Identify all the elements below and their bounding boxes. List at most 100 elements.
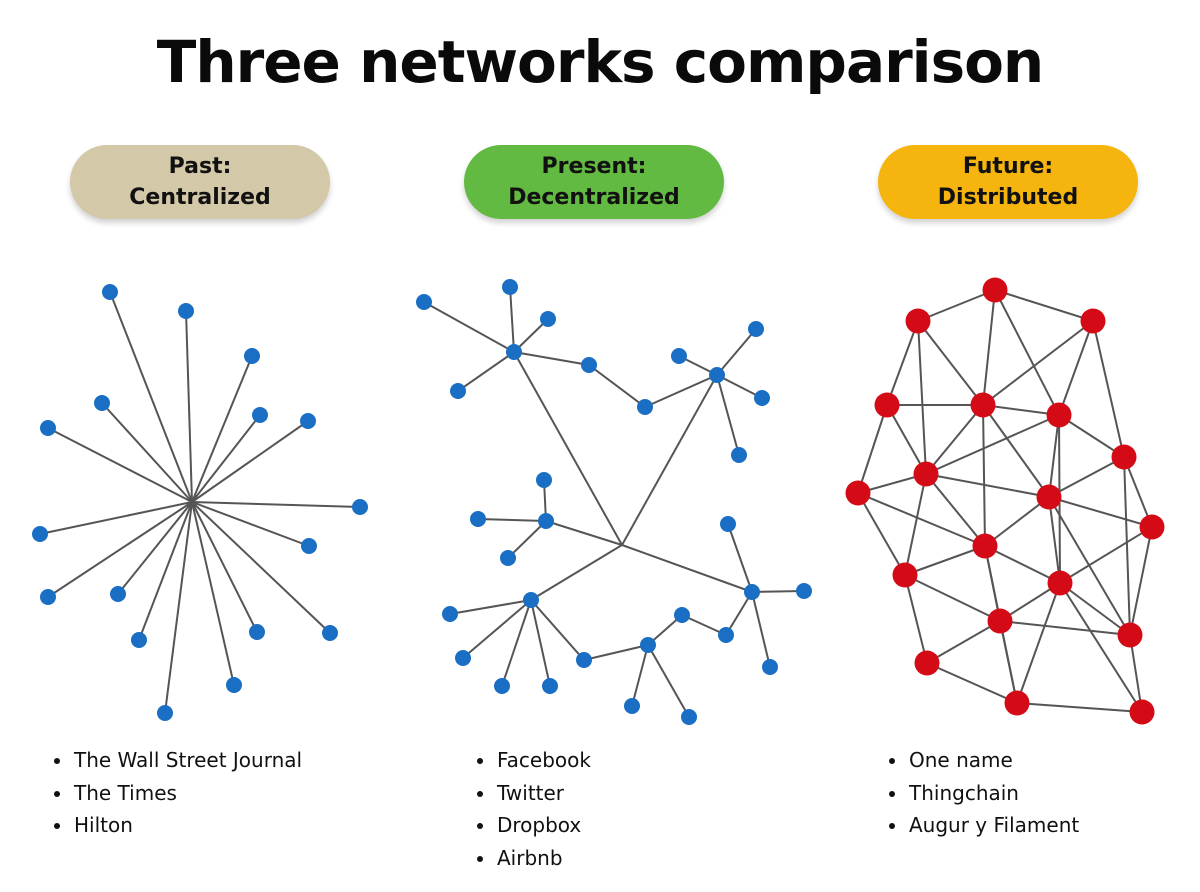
list-item: Facebook [477, 744, 591, 777]
network-node [892, 562, 918, 588]
network-node [754, 390, 770, 406]
network-edge [530, 599, 585, 661]
centralized-network [32, 284, 368, 721]
network-edge [904, 574, 1001, 622]
network-edge [191, 420, 309, 503]
network-node [252, 407, 268, 423]
list-item: Twitter [477, 777, 591, 810]
network-node [502, 279, 518, 295]
network-edge [904, 545, 986, 576]
network-node [416, 294, 432, 310]
network-edge [917, 320, 984, 406]
network-edge [1129, 526, 1153, 636]
network-edge [904, 473, 927, 576]
network-node [731, 447, 747, 463]
network-edge [751, 590, 805, 593]
network-edge [117, 501, 193, 595]
network-edge [999, 620, 1131, 636]
network-node [40, 420, 56, 436]
network-edge [994, 289, 1060, 416]
label-past-line2: Centralized [129, 185, 271, 210]
network-edge [716, 328, 757, 376]
network-node [972, 533, 998, 559]
network-edge [47, 427, 193, 503]
network-edge [886, 404, 927, 475]
network-edge [1059, 526, 1153, 584]
network-node [500, 550, 516, 566]
network-edge [191, 414, 261, 503]
label-future-distributed: Future: Distributed [878, 145, 1138, 219]
network-node [987, 608, 1013, 634]
network-node [110, 586, 126, 602]
network-node [352, 499, 368, 515]
network-edge [982, 320, 1094, 406]
network-node [762, 659, 778, 675]
page-title: Three networks comparison [156, 28, 1044, 96]
network-edge [716, 374, 763, 399]
network-edge [39, 501, 193, 535]
network-edge [917, 320, 927, 475]
network-edge [1048, 496, 1061, 584]
network-node [1046, 402, 1072, 428]
network-edge [647, 644, 690, 718]
network-edge [191, 501, 361, 508]
network-node [1129, 699, 1155, 725]
network-node [720, 516, 736, 532]
network-edge [1016, 582, 1061, 704]
network-node [637, 399, 653, 415]
network-node [1111, 444, 1137, 470]
label-past-centralized: Past: Centralized [70, 145, 330, 219]
network-node [1139, 514, 1165, 540]
network-node [523, 592, 539, 608]
network-node [709, 367, 725, 383]
network-edge [925, 473, 986, 547]
distributed-network [845, 277, 1165, 725]
network-node [157, 705, 173, 721]
network-edge [1016, 702, 1143, 713]
network-edge [904, 574, 928, 664]
network-node [94, 395, 110, 411]
network-edge [588, 364, 646, 408]
network-node [301, 538, 317, 554]
network-node [442, 606, 458, 622]
network-edge [513, 351, 623, 546]
network-node [674, 607, 690, 623]
network-edge [1059, 582, 1131, 636]
network-node [913, 461, 939, 487]
network-edge [727, 523, 753, 593]
network-edge [926, 620, 1001, 664]
network-edge [507, 520, 547, 559]
network-edge [1129, 634, 1143, 713]
network-node [538, 513, 554, 529]
network-node [322, 625, 338, 641]
network-node [131, 632, 147, 648]
network-node [1004, 690, 1030, 716]
network-edge [164, 501, 193, 714]
network-edge [1058, 414, 1125, 458]
list-item: Dropbox [477, 809, 591, 842]
network-edge [191, 501, 310, 547]
network-edge [513, 351, 590, 366]
network-edge [621, 374, 718, 546]
network-edge [191, 501, 235, 686]
network-edge [982, 289, 996, 406]
network-edge [101, 402, 193, 503]
network-node [102, 284, 118, 300]
network-edge [423, 301, 515, 353]
network-node [506, 344, 522, 360]
network-node [40, 589, 56, 605]
network-edge [191, 501, 258, 633]
network-edge [925, 473, 1050, 498]
network-edge [477, 518, 547, 522]
network-node [32, 526, 48, 542]
network-node [914, 650, 940, 676]
network-edge [191, 355, 253, 503]
network-edge [621, 544, 753, 593]
network-edge [857, 492, 986, 547]
network-node [178, 303, 194, 319]
label-present-line2: Decentralized [508, 185, 680, 210]
network-edge [185, 310, 193, 503]
network-node [681, 709, 697, 725]
network-edge [857, 404, 888, 494]
network-edge [982, 404, 1060, 416]
